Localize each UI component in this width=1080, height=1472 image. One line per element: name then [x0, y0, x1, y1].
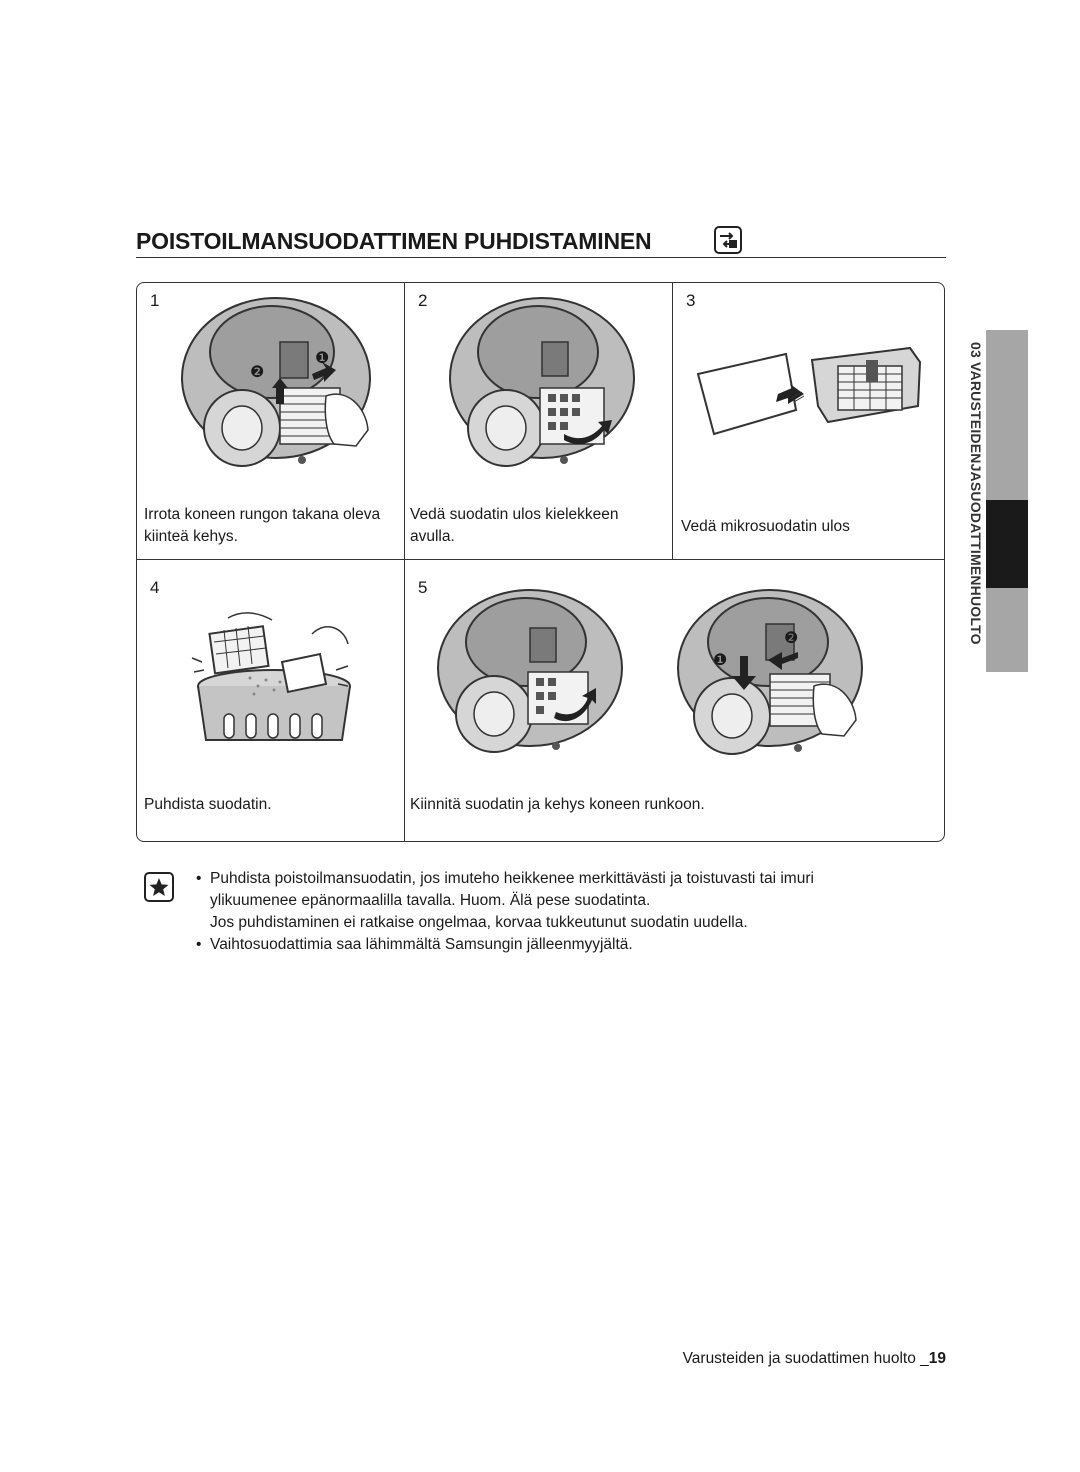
divider: [672, 282, 673, 560]
callout-one: ❶: [713, 652, 728, 669]
bullet: •: [196, 936, 202, 953]
step-1-caption: Irrota koneen rungon takana oleva kiinte…: [144, 506, 381, 545]
title-divider: [136, 257, 946, 258]
note-line: ylikuumenee epänormaalilla tavalla. Huom…: [210, 892, 651, 909]
unplug-icon: [714, 226, 742, 254]
step-2-caption: Vedä suodatin ulos kielekkeen avulla.: [410, 506, 619, 545]
step-5-illustration-b: [677, 589, 863, 755]
page-footer: Varusteiden ja suodattimen huolto _19: [683, 1350, 946, 1368]
bullet: •: [196, 870, 202, 887]
step-4-illustration: [191, 612, 351, 741]
step-5-caption: Kiinnitä suodatin ja kehys koneen runkoo…: [410, 796, 705, 813]
footer-section-title: Varusteiden ja suodattimen huolto _: [682, 1350, 929, 1367]
step-2-number: 2: [418, 291, 428, 310]
note-item: • Puhdista poistoilmansuodatin, jos imut…: [196, 868, 916, 934]
note-line: Jos puhdistaminen ei ratkaise ongelmaa, …: [210, 914, 748, 931]
steps-panel: [136, 282, 945, 842]
step-3-caption: Vedä mikrosuodatin ulos: [681, 518, 850, 535]
step-4-number: 4: [150, 578, 160, 597]
callout-two: ❷: [250, 364, 265, 381]
step-2-illustration: [449, 297, 635, 467]
page-number: 19: [928, 1350, 946, 1367]
note-line: Puhdista poistoilmansuodatin, jos imuteh…: [210, 870, 814, 887]
note-line: Vaihtosuodattimia saa lähimmältä Samsung…: [210, 936, 633, 953]
step-1-illustration: [181, 297, 371, 467]
note-block: • Puhdista poistoilmansuodatin, jos imut…: [196, 868, 916, 956]
chapter-tab-marker: [986, 500, 1028, 588]
step-3-illustration: [696, 346, 922, 436]
step-5-illustration-a: [437, 589, 623, 753]
step-4-caption: Puhdista suodatin.: [144, 796, 272, 813]
callout-one: ❶: [315, 350, 330, 367]
divider: [404, 282, 405, 560]
step-5-number: 5: [418, 578, 428, 597]
page-title: POISTOILMANSUODATTIMEN PUHDISTAMINEN: [136, 228, 652, 254]
star-note-icon: [144, 872, 174, 902]
chapter-tab-label: 03 VARUSTEIDENJASUODATTIMENHUOLTO: [968, 342, 984, 645]
divider: [136, 559, 945, 560]
note-item: • Vaihtosuodattimia saa lähimmältä Samsu…: [196, 934, 916, 956]
divider: [404, 559, 405, 841]
step-3-number: 3: [686, 291, 696, 310]
step-1-number: 1: [150, 291, 160, 310]
callout-two: ❷: [784, 630, 799, 647]
